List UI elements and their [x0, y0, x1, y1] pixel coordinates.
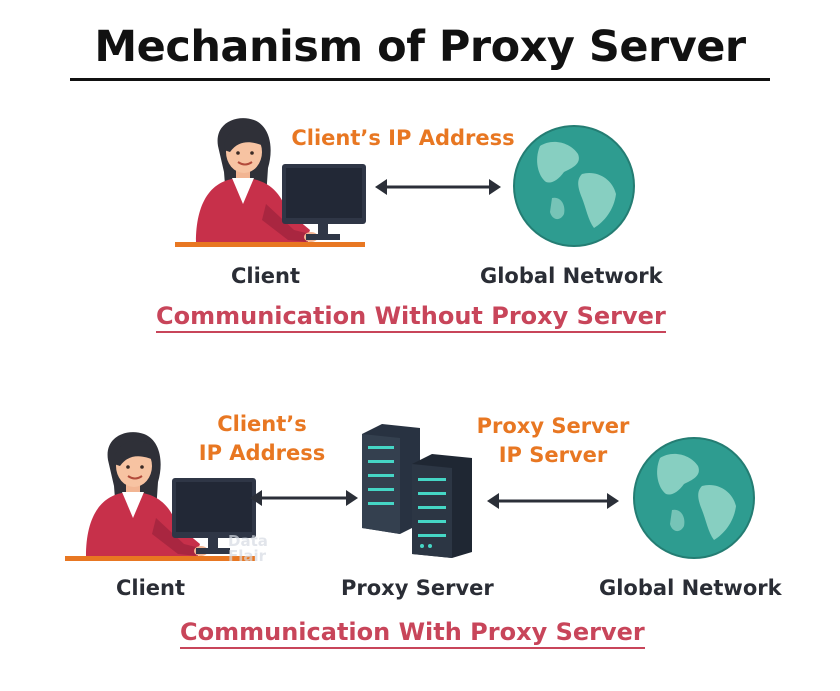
top-network-label: Global Network: [480, 264, 663, 288]
client-ip-label: Client’s IP Address: [291, 126, 515, 150]
proxy-ip-line1: Proxy Server: [476, 414, 630, 438]
title-underline: [70, 78, 770, 81]
top-client-label: Client: [231, 264, 301, 288]
proxy-ip-label: Proxy Server IP Server: [468, 412, 638, 470]
bottom-client-ip-line1: Client’s: [217, 412, 307, 436]
caption-with-proxy: Communication With Proxy Server: [180, 618, 645, 649]
client-at-computer-icon: [175, 118, 366, 247]
double-arrow-icon: [487, 493, 619, 509]
bottom-proxy-label: Proxy Server: [341, 576, 494, 600]
caption-without-proxy: Communication Without Proxy Server: [156, 302, 666, 333]
bottom-client-ip-label: Client’s IP Address: [192, 410, 332, 468]
server-rack-icon: [362, 424, 472, 558]
watermark-line1: Data: [228, 532, 268, 550]
globe-icon: [633, 437, 755, 559]
double-arrow-icon: [375, 179, 501, 195]
watermark-line2: Flair: [228, 547, 267, 565]
bottom-network-label: Global Network: [599, 576, 782, 600]
globe-icon: [513, 125, 635, 247]
double-arrow-icon: [250, 490, 358, 506]
bottom-client-ip-line2: IP Address: [198, 441, 326, 465]
bottom-client-label: Client: [116, 576, 186, 600]
watermark-logo: Data Flair: [228, 534, 268, 564]
proxy-ip-line2: IP Server: [498, 443, 608, 467]
diagram-title: Mechanism of Proxy Server: [94, 22, 746, 72]
client-at-computer-icon: [65, 432, 256, 561]
